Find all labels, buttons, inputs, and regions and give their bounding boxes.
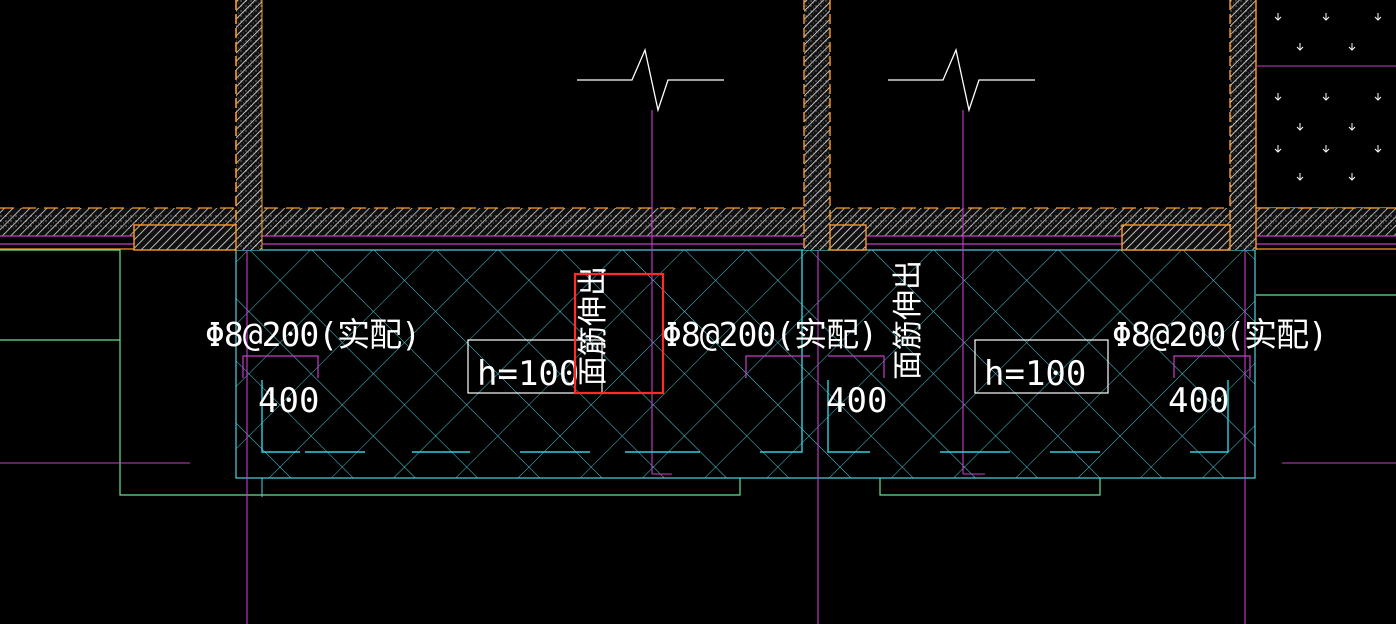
wall-right — [1121, 0, 1257, 251]
slab-thickness-text-2: h=100 — [984, 354, 1086, 394]
rebar-spec-middle: Φ8@200(实配) — [662, 315, 877, 354]
slab-thickness-tag-1: h=100 — [467, 339, 603, 394]
down-arrow-symbols — [1274, 13, 1382, 181]
vertical-note-2: 面筋伸出 — [891, 260, 926, 380]
highlight-box — [573, 272, 665, 395]
dimension-value-middle: 400 — [826, 381, 887, 421]
break-line-symbol-2 — [888, 47, 1035, 113]
dimension-value-right: 400 — [1168, 381, 1229, 421]
slab-thickness-tag-2: h=100 — [974, 339, 1109, 394]
vertical-note-1: 面筋伸出 — [576, 266, 611, 386]
wall-middle — [803, 0, 867, 251]
break-line-symbol-1 — [577, 47, 724, 113]
rebar-outlines — [261, 250, 1229, 453]
axis-lines — [0, 110, 1396, 624]
dimension-brackets — [242, 355, 1251, 378]
rebar-spec-left: Φ8@200(实配) — [205, 315, 420, 354]
slab-thickness-text-1: h=100 — [477, 354, 579, 394]
wall-left — [133, 0, 263, 251]
dimension-value-left: 400 — [258, 381, 319, 421]
rebar-spec-right: Φ8@200(实配) — [1112, 315, 1327, 354]
right-fill-area — [1256, 13, 1396, 181]
